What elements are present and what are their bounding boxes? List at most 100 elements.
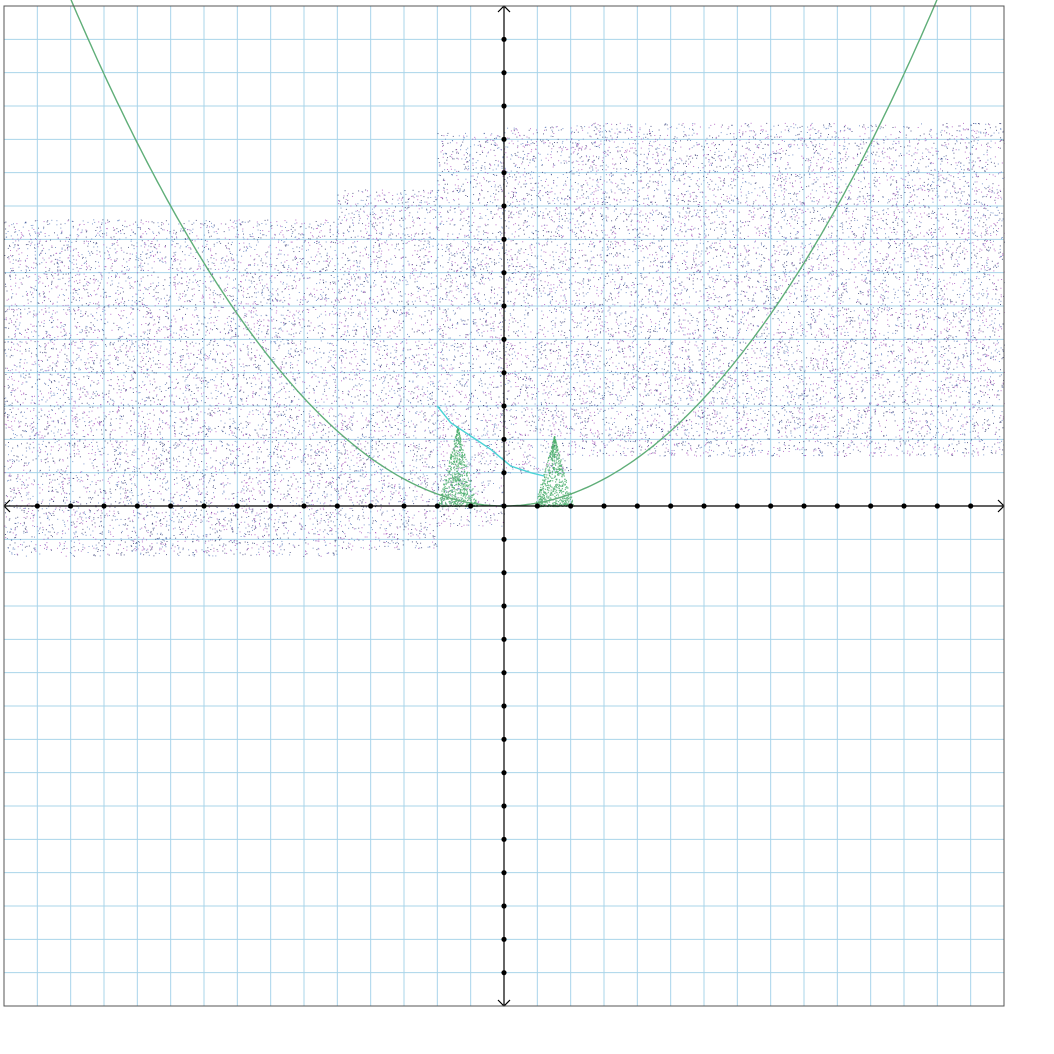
scatter-point: [328, 351, 330, 353]
scatter-point: [271, 319, 273, 321]
scatter-point: [197, 377, 198, 379]
scatter-point: [221, 373, 223, 375]
scatter-point: [190, 230, 192, 232]
scatter-point: [141, 369, 143, 370]
scatter-point: [299, 301, 301, 303]
scatter-point: [153, 343, 155, 345]
scatter-point: [63, 394, 64, 396]
scatter-point: [100, 520, 102, 522]
scatter-point: [286, 339, 288, 341]
scatter-point: [262, 489, 264, 491]
scatter-point: [255, 392, 257, 394]
scatter-point: [196, 357, 198, 358]
scatter-point: [236, 441, 238, 443]
scatter-point: [147, 551, 149, 553]
scatter-point: [56, 440, 58, 442]
scatter-point: [317, 553, 319, 555]
scatter-point: [217, 519, 219, 521]
scatter-point: [325, 300, 327, 302]
scatter-point: [334, 435, 336, 437]
scatter-point: [336, 344, 338, 346]
scatter-point: [228, 369, 229, 371]
scatter-point: [141, 489, 143, 491]
scatter-point: [13, 487, 15, 489]
scatter-point: [190, 267, 192, 269]
scatter-point: [5, 374, 7, 375]
scatter-point: [267, 363, 269, 365]
scatter-point: [287, 537, 289, 539]
scatter-point: [96, 226, 98, 228]
scatter-point: [144, 344, 146, 346]
scatter-point: [322, 452, 324, 454]
scatter-point: [130, 430, 132, 432]
scatter-point: [82, 523, 84, 525]
scatter-point: [252, 307, 254, 309]
scatter-point: [152, 324, 154, 326]
scatter-point: [309, 348, 311, 350]
scatter-point: [174, 412, 176, 413]
scatter-point: [174, 427, 175, 429]
scatter-point: [20, 421, 22, 423]
scatter-point: [167, 480, 169, 482]
scatter-point: [127, 496, 129, 498]
scatter-point: [267, 289, 269, 291]
scatter-point: [321, 332, 323, 334]
scatter-point: [331, 258, 333, 260]
scatter-point: [300, 299, 302, 301]
scatter-point: [240, 386, 242, 388]
scatter-point: [200, 348, 202, 350]
scatter-point: [295, 258, 297, 259]
scatter-point: [289, 311, 291, 313]
scatter-point: [210, 257, 212, 259]
scatter-point: [158, 457, 160, 459]
scatter-point: [126, 317, 128, 319]
scatter-point: [148, 492, 150, 493]
scatter-point: [118, 502, 120, 504]
scatter-point: [48, 519, 50, 521]
scatter-point: [203, 476, 205, 478]
scatter-point: [188, 549, 190, 551]
scatter-point: [337, 314, 338, 316]
scatter-point: [205, 550, 207, 552]
scatter-point: [252, 316, 254, 318]
scatter-point: [56, 287, 58, 289]
scatter-point: [271, 300, 273, 302]
scatter-point: [319, 315, 320, 317]
scatter-point: [67, 304, 69, 306]
scatter-point: [37, 302, 39, 304]
scatter-point: [154, 462, 156, 464]
scatter-point: [274, 479, 276, 481]
scatter-point: [44, 285, 46, 287]
scatter-point: [147, 240, 149, 242]
scatter-point: [95, 294, 97, 296]
scatter-point: [325, 440, 327, 442]
scatter-point: [125, 523, 127, 525]
scatter-point: [80, 347, 82, 349]
scatter-point: [147, 249, 149, 251]
scatter-point: [7, 416, 9, 418]
scatter-point: [233, 513, 234, 514]
scatter-point: [239, 438, 241, 439]
scatter-point: [51, 271, 53, 273]
scatter-point: [185, 363, 187, 365]
scatter-point: [86, 230, 88, 232]
scatter-point: [191, 239, 193, 241]
scatter-point: [240, 366, 242, 367]
scatter-point: [223, 328, 225, 330]
scatter-point: [6, 400, 8, 402]
scatter-point: [103, 508, 105, 510]
scatter-point: [211, 397, 213, 399]
scatter-point: [307, 325, 309, 327]
scatter-point: [300, 234, 302, 236]
scatter-point: [325, 544, 327, 546]
scatter-point: [147, 511, 149, 513]
scatter-point: [100, 404, 102, 405]
scatter-point: [248, 286, 250, 288]
scatter-point: [316, 237, 318, 239]
scatter-point: [88, 362, 90, 364]
scatter-point: [14, 244, 16, 246]
scatter-point: [148, 257, 150, 259]
scatter-point: [146, 453, 147, 455]
scatter-point: [43, 273, 45, 275]
scatter-point: [129, 346, 131, 348]
